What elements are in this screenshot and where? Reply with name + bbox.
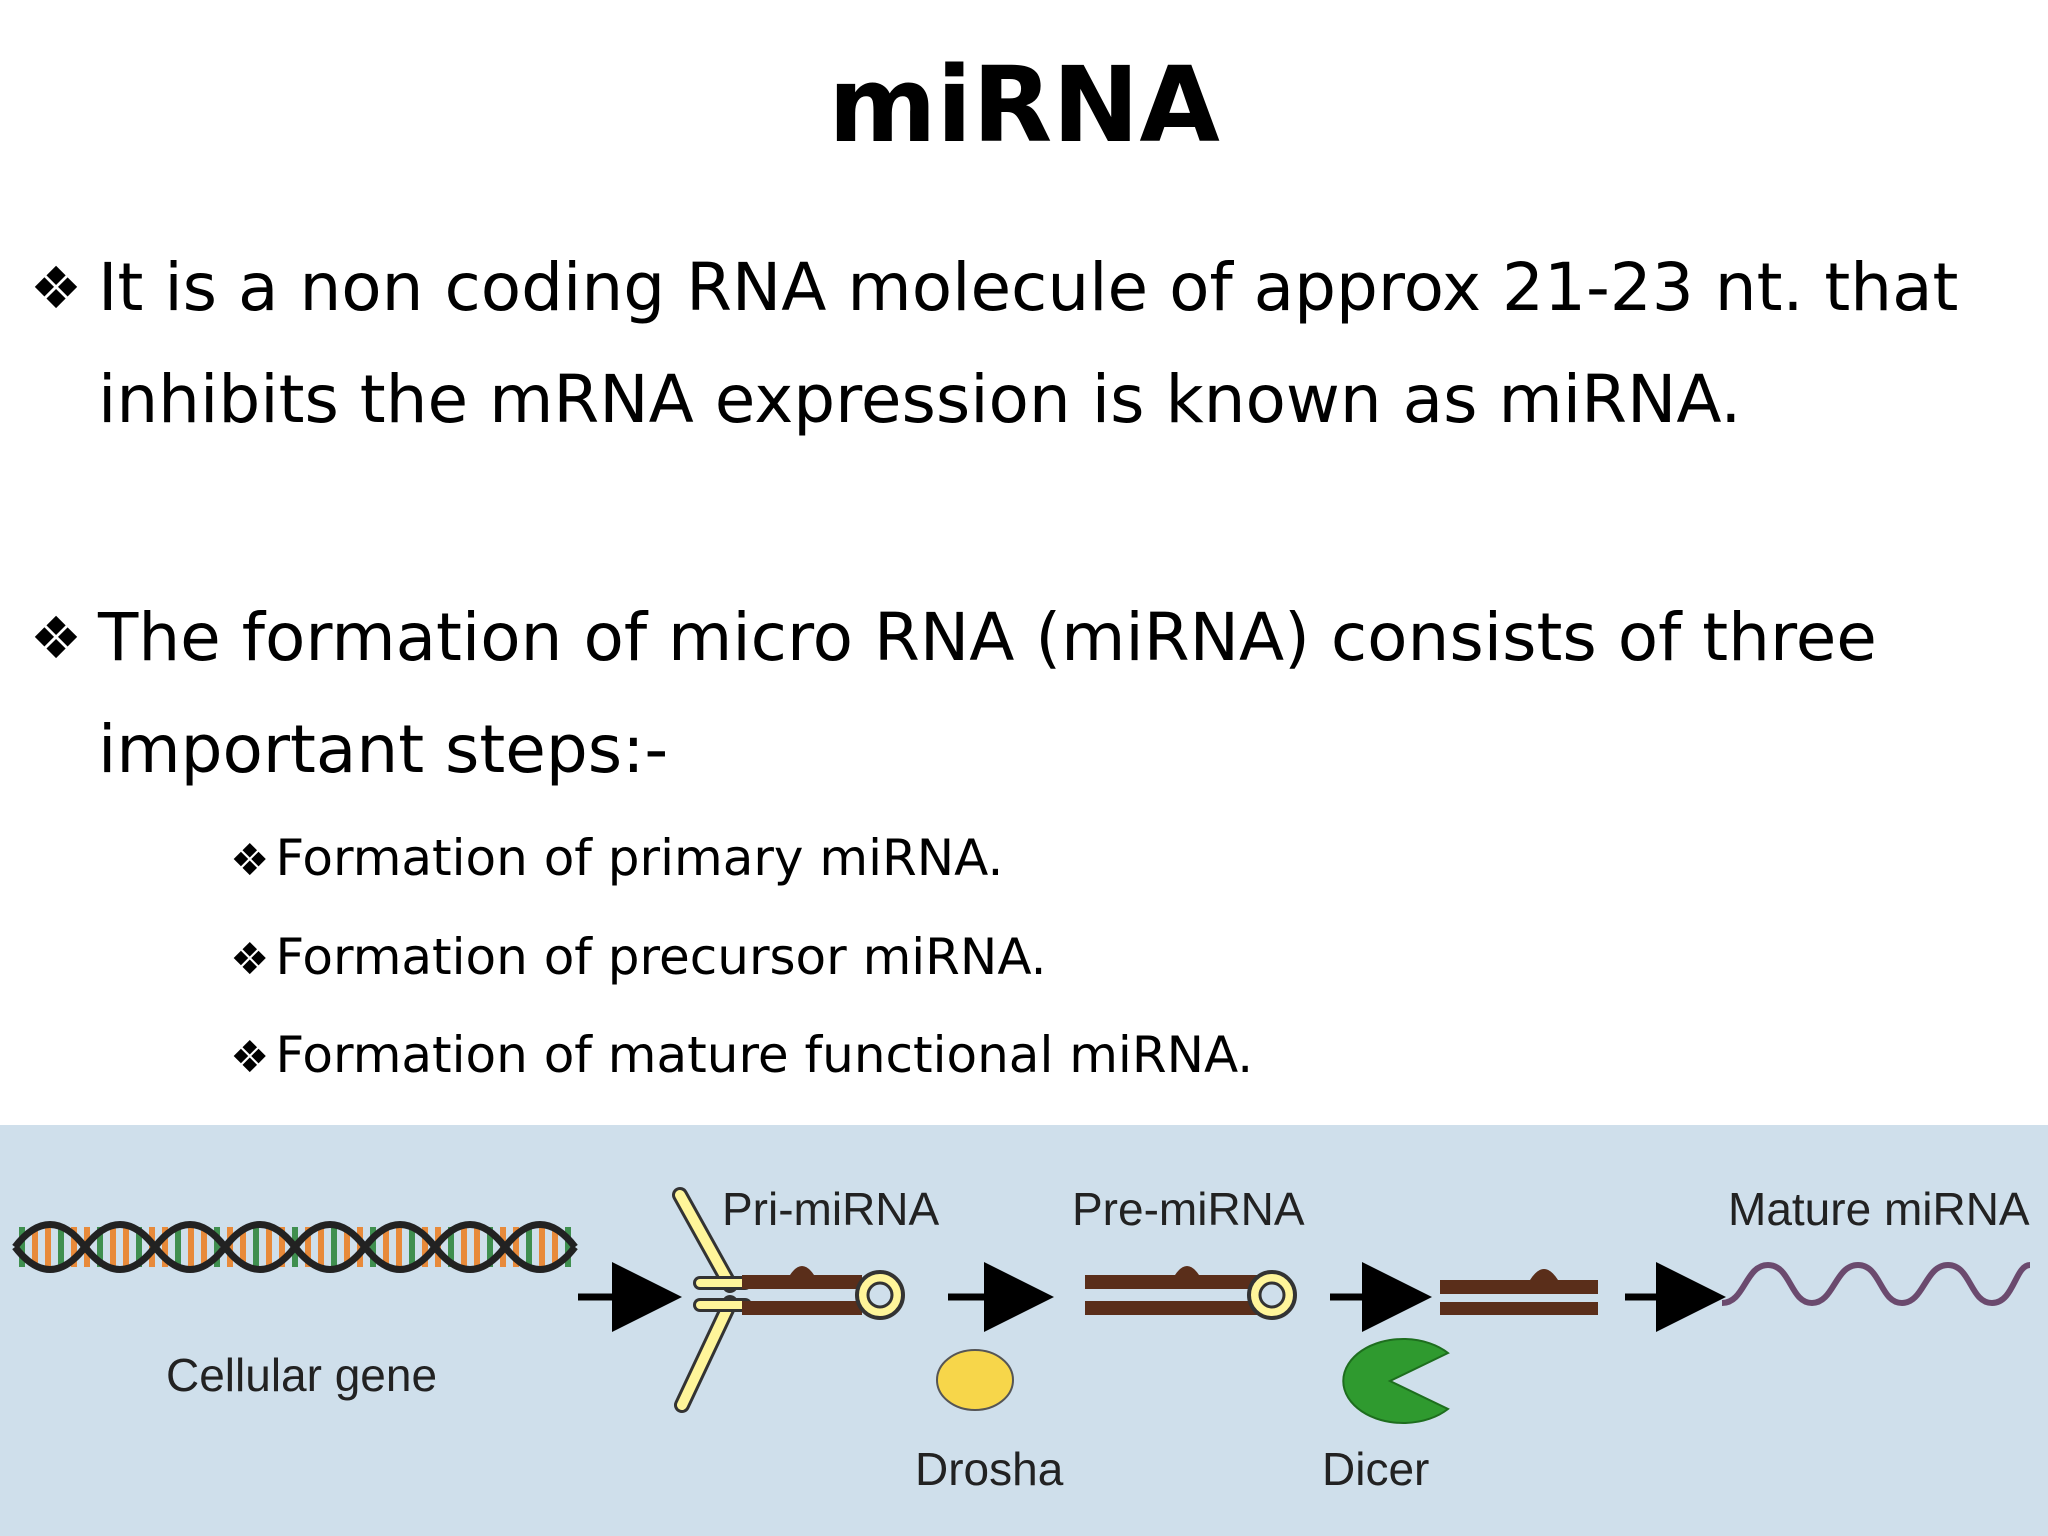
- diamond-bullet-icon: ❖: [30, 254, 82, 322]
- mature-mirna-strand-icon: [1721, 1261, 2031, 1307]
- bullet-formation: ❖ The formation of micro RNA (miRNA) con…: [30, 582, 2030, 806]
- pre-mirna-structure-icon: [1085, 1266, 1297, 1320]
- slide-title: miRNA: [828, 44, 1220, 166]
- sub-bullet-text: Formation of mature functional miRNA.: [275, 1026, 1254, 1084]
- sub-bullet-primary: ❖Formation of primary miRNA.: [230, 828, 1003, 891]
- pathway-figure: Cellular gene Pri-miRNA Pre-miRNA Mature…: [12, 1183, 2031, 1495]
- dna-helix-icon: [12, 1221, 578, 1273]
- label-pre-mirna: Pre-miRNA: [1072, 1183, 1305, 1235]
- diamond-bullet-icon: ❖: [230, 1032, 270, 1083]
- drosha-enzyme-icon: [936, 1349, 1014, 1411]
- label-mature-mirna: Mature miRNA: [1728, 1183, 2030, 1235]
- mirna-duplex-icon: [1440, 1269, 1598, 1315]
- sub-bullet-precursor: ❖Formation of precursor miRNA.: [230, 927, 1047, 990]
- diamond-bullet-icon: ❖: [230, 934, 270, 985]
- bullet-definition: ❖ It is a non coding RNA molecule of app…: [30, 232, 2030, 456]
- label-drosha: Drosha: [915, 1443, 1064, 1495]
- sub-bullet-mature: ❖Formation of mature functional miRNA.: [230, 1025, 1253, 1088]
- mirna-pathway-diagram: Cellular gene Pri-miRNA Pre-miRNA Mature…: [0, 1125, 2048, 1536]
- diamond-bullet-icon: ❖: [230, 835, 270, 886]
- bullet-text: It is a non coding RNA molecule of appro…: [98, 249, 1959, 438]
- label-pri-mirna: Pri-miRNA: [722, 1183, 940, 1235]
- label-dicer: Dicer: [1322, 1443, 1429, 1495]
- diamond-bullet-icon: ❖: [30, 604, 82, 672]
- label-cellular-gene: Cellular gene: [166, 1349, 437, 1401]
- sub-bullet-text: Formation of precursor miRNA.: [275, 928, 1047, 986]
- dicer-enzyme-icon: [1342, 1338, 1450, 1424]
- pri-mirna-structure-icon: [672, 1187, 905, 1413]
- bullet-text: The formation of micro RNA (miRNA) consi…: [98, 599, 1877, 788]
- sub-bullet-text: Formation of primary miRNA.: [275, 829, 1004, 887]
